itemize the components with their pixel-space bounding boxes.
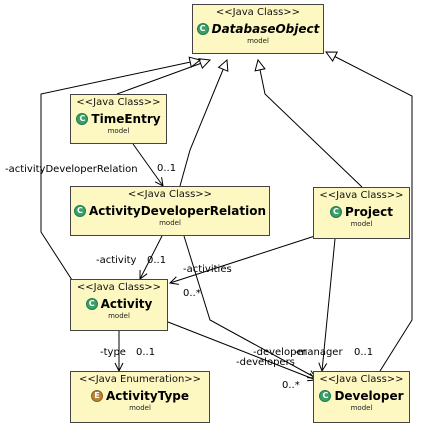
label-developers-role: -developers <box>236 357 295 368</box>
assoc-activity-developer <box>167 321 316 380</box>
generalization-activity <box>40 60 200 281</box>
class-name: DatabaseObject <box>211 22 320 36</box>
label-adr-mult: 0..1 <box>157 163 176 174</box>
package-label: model <box>107 127 130 135</box>
label-manager-role: -manager <box>294 347 343 358</box>
package-label: model <box>350 404 373 412</box>
class-project[interactable]: <<Java Class>> C Project model <box>313 187 410 239</box>
label-activity-role: -activity <box>96 255 137 266</box>
assoc-project-activity <box>170 234 319 283</box>
stereotype: <<Java Class>> <box>127 189 213 200</box>
stereotype: <<Java Enumeration>> <box>78 374 202 385</box>
label-manager-mult: 0..1 <box>354 347 373 358</box>
package-label: model <box>247 37 269 45</box>
stereotype: <<Java Class>> <box>76 97 161 108</box>
label-type-mult: 0..1 <box>136 347 155 358</box>
generalization-adr <box>179 60 227 187</box>
label-activities-mult: 0..* <box>183 288 201 299</box>
assoc-adr-activity <box>140 235 163 279</box>
label-type-role: -type <box>100 347 126 358</box>
class-name: ActivityType <box>105 389 190 403</box>
class-icon: C <box>76 113 89 125</box>
generalization-project <box>258 60 363 188</box>
assoc-adr-developer <box>183 235 316 378</box>
generalization-developer <box>326 52 413 372</box>
package-label: model <box>129 404 151 412</box>
stereotype: <<Java Class>> <box>319 190 404 201</box>
class-icon: C <box>196 23 209 35</box>
class-name: TimeEntry <box>91 112 161 126</box>
label-activities-role: -activities <box>183 264 232 275</box>
class-name: Developer <box>334 389 404 403</box>
generalization-timeentry <box>116 60 210 95</box>
package-label: model <box>350 220 373 228</box>
class-icon: C <box>73 205 86 217</box>
stereotype: <<Java Class>> <box>215 7 301 18</box>
class-name: ActivityDeveloperRelation <box>88 204 267 218</box>
class-name: Project <box>344 205 394 219</box>
label-developers-mult: 0..* <box>282 380 300 391</box>
stereotype: <<Java Class>> <box>319 374 404 385</box>
stereotype: <<Java Class>> <box>76 282 162 293</box>
assoc-project-developer <box>322 238 336 371</box>
class-name: Activity <box>100 297 153 311</box>
package-label: model <box>108 312 130 320</box>
package-label: model <box>159 219 181 227</box>
assoc-timeentry-adr <box>132 143 163 186</box>
class-timeentry[interactable]: <<Java Class>> C TimeEntry model <box>70 94 167 144</box>
label-developer-role: -developer <box>253 347 308 358</box>
class-activitydeveloperrelation[interactable]: <<Java Class>> C ActivityDeveloperRelati… <box>70 186 270 236</box>
class-activity[interactable]: <<Java Class>> C Activity model <box>70 279 168 331</box>
enum-icon: E <box>90 390 103 402</box>
class-icon: C <box>329 206 342 218</box>
label-adr-role: -activityDeveloperRelation <box>5 164 138 175</box>
class-icon: C <box>85 298 98 310</box>
label-activity-mult: 0..1 <box>147 255 166 266</box>
class-databaseobject[interactable]: <<Java Class>> C DatabaseObject model <box>192 4 324 54</box>
class-developer[interactable]: <<Java Class>> C Developer model <box>313 371 410 423</box>
class-icon: C <box>319 390 332 402</box>
enum-activitytype[interactable]: <<Java Enumeration>> E ActivityType mode… <box>70 371 210 423</box>
